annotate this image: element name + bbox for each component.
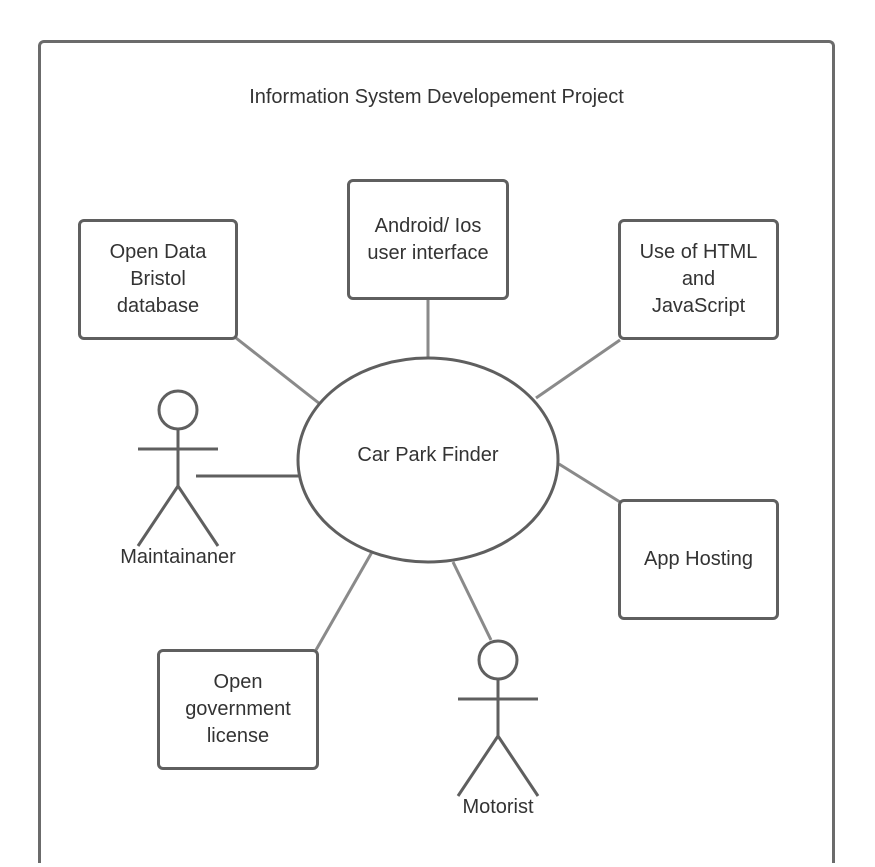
- use-case-label: Car Park Finder: [357, 444, 499, 466]
- line-open-gov: [314, 551, 374, 651]
- line-open-data: [235, 336, 321, 406]
- maintainer-actor-icon: [136, 389, 220, 547]
- diagram-title: Information System Developement Project: [249, 86, 624, 108]
- motorist-label: Motorist: [462, 796, 534, 818]
- line-motorist: [451, 561, 493, 641]
- app-hosting-box: App Hosting: [618, 499, 779, 620]
- app-hosting-label: App Hosting: [644, 548, 753, 570]
- maintainer-label: Maintainaner: [120, 546, 236, 568]
- line-html-js: [535, 338, 621, 400]
- open-gov-label: Open government license: [185, 671, 291, 747]
- use-case-ellipse: [296, 356, 560, 564]
- motorist-actor-icon: [456, 639, 540, 797]
- html-js-label: Use of HTML and JavaScript: [639, 241, 758, 317]
- system-boundary: [38, 40, 835, 863]
- open-data-box: Open Data Bristol database: [78, 219, 238, 340]
- android-ios-box: Android/ Ios user interface: [347, 179, 509, 300]
- android-ios-label: Android/ Ios user interface: [367, 214, 489, 264]
- html-js-box: Use of HTML and JavaScript: [618, 219, 779, 340]
- open-gov-box: Open government license: [157, 649, 319, 770]
- open-data-label: Open Data Bristol database: [109, 241, 207, 317]
- line-app-hosting: [558, 462, 621, 504]
